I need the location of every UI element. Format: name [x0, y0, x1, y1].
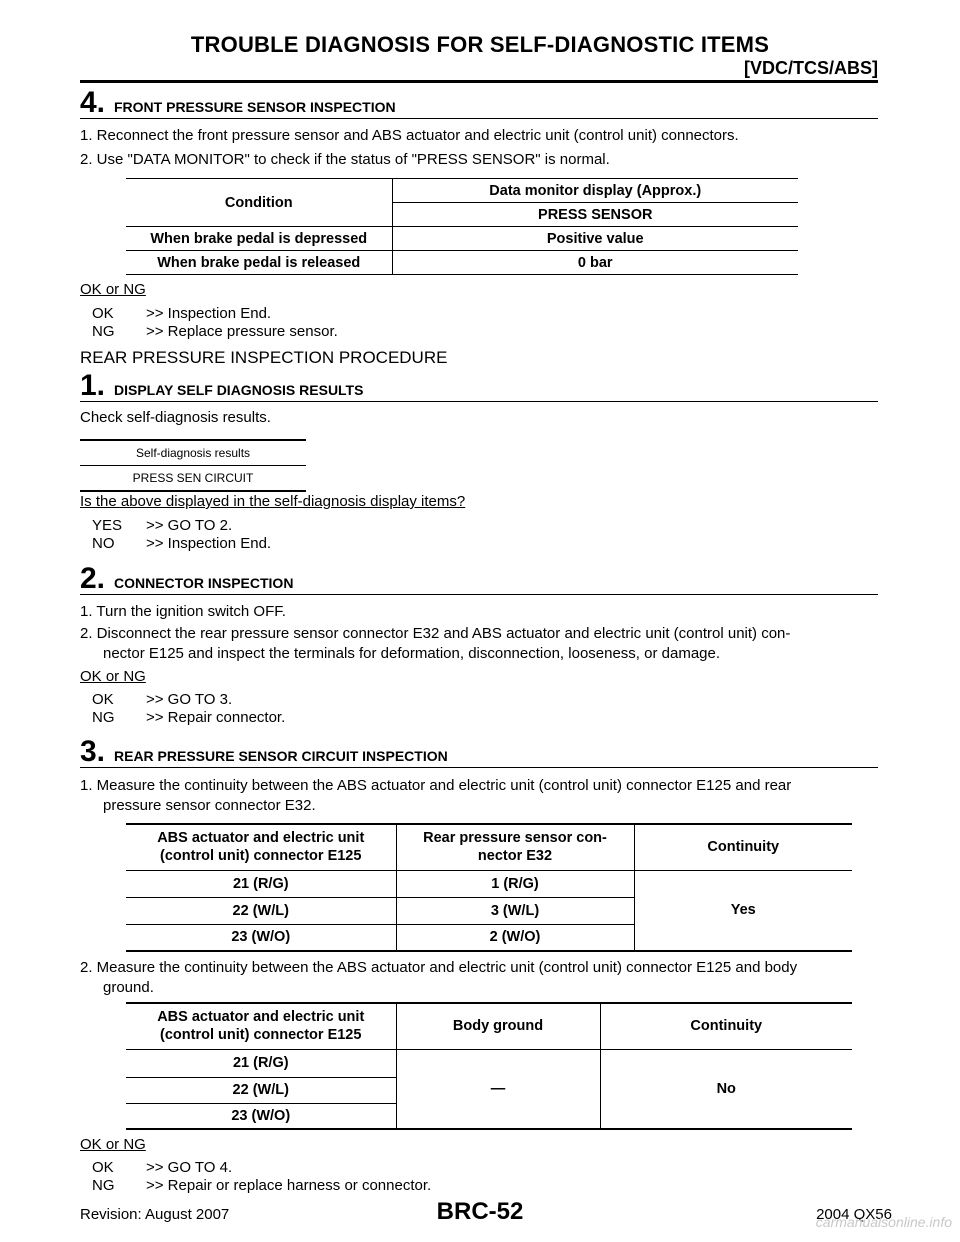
section-title: REAR PRESSURE INSPECTION PROCEDURE [80, 348, 448, 367]
result-key: NG [92, 1177, 115, 1194]
step-3-heading: 3. REAR PRESSURE SENSOR CIRCUIT INSPECTI… [80, 737, 878, 768]
ok-or-ng-label: OK or NG [80, 668, 146, 685]
header-display: Data monitor display (Approx.) [392, 178, 798, 203]
table-row: PRESS SEN CIRCUIT [80, 466, 306, 492]
instruction-text: Check self-diagnosis results. [80, 409, 271, 426]
table-row: 23 (W/O) 2 (W/O) [126, 924, 852, 951]
header-line: (control unit) connector E125 [160, 1027, 362, 1044]
instruction-item: 2. Disconnect the rear pressure sensor c… [80, 625, 791, 642]
table-row: 21 (R/G) 1 (R/G) Yes [126, 870, 852, 918]
header-line: ABS actuator and electric unit [157, 830, 365, 847]
result-key: OK [92, 305, 114, 322]
step-title: CONNECTOR INSPECTION [114, 575, 294, 591]
instruction-item: 1. Turn the ignition switch OFF. [80, 603, 286, 620]
result-action: >> Replace pressure sensor. [146, 323, 338, 340]
table-row: 22 (W/L) 3 (W/L) [126, 897, 852, 925]
step-number: 1. [80, 369, 106, 402]
table-row: 21 (R/G) — No [126, 1049, 852, 1129]
table-row: When brake pedal is released 0 bar [126, 250, 798, 275]
header-abs-connector: ABS actuator and electric unit (control … [126, 824, 397, 871]
continuity-table-2: ABS actuator and electric unit (control … [126, 1002, 852, 1130]
cell-condition: When brake pedal is released [126, 250, 393, 275]
header-abs-connector: ABS actuator and electric unit (control … [126, 1003, 397, 1050]
cell-condition: When brake pedal is depressed [126, 226, 393, 251]
step-title: DISPLAY SELF DIAGNOSIS RESULTS [114, 382, 364, 398]
question-text: Is the above displayed in the self-diagn… [80, 493, 466, 510]
step-1-heading: 1. DISPLAY SELF DIAGNOSIS RESULTS [80, 371, 878, 402]
cell-value: Positive value [392, 226, 798, 251]
table-header: Self-diagnosis results [80, 441, 306, 466]
result-key: NG [92, 709, 115, 726]
cell-sensor-terminal: 2 (W/O) [396, 924, 635, 951]
cell-abs-terminal: 21 (R/G) [126, 870, 397, 898]
cell-continuity: No [716, 1080, 736, 1097]
header-line: Rear pressure sensor con- [423, 830, 607, 847]
result-key: OK [92, 691, 114, 708]
cell-body-ground: — [396, 1049, 601, 1129]
instruction-item: 1. Reconnect the front pressure sensor a… [80, 127, 739, 144]
model-year: 2004 QX56 [816, 1206, 892, 1223]
header-press-sensor: PRESS SENSOR [392, 202, 798, 227]
cell-abs-terminal: 22 (W/L) [126, 897, 397, 925]
header-condition: Condition [126, 178, 393, 227]
table-row: 23 (W/O) [126, 1103, 852, 1129]
result-action: >> Inspection End. [146, 535, 272, 552]
result-action: >> GO TO 4. [146, 1159, 233, 1176]
cell-sensor-terminal: 3 (W/L) [396, 897, 635, 925]
instruction-item: 2. Measure the continuity between the AB… [80, 959, 798, 976]
instruction-item: 2. Use "DATA MONITOR" to check if the st… [80, 151, 610, 168]
header-continuity: Continuity [634, 824, 852, 871]
cell-abs-terminal: 22 (W/L) [126, 1077, 397, 1104]
self-diagnosis-table: Self-diagnosis results PRESS SEN CIRCUIT [80, 439, 306, 492]
instruction-continued: nector E125 and inspect the terminals fo… [103, 645, 721, 662]
page-subtitle: [VDC/TCS/ABS] [744, 58, 878, 78]
header-rule [80, 80, 878, 83]
cell-abs-terminal: 23 (W/O) [126, 1103, 397, 1129]
step-number: 2. [80, 562, 106, 595]
revision-date: Revision: August 2007 [80, 1206, 230, 1223]
ok-or-ng-label: OK or NG [80, 281, 146, 298]
cell-value: 0 bar [577, 254, 613, 271]
result-action: >> GO TO 2. [146, 517, 233, 534]
result-action: >> Inspection End. [146, 305, 272, 322]
table-row: 22 (W/L) [126, 1077, 852, 1104]
result-action: >> Repair connector. [146, 709, 286, 726]
instruction-continued: ground. [103, 979, 154, 996]
cell-continuity: Yes [730, 902, 756, 919]
result-key: NO [92, 535, 115, 552]
header-body-ground: Body ground [396, 1003, 601, 1050]
cell-abs-terminal: 23 (W/O) [126, 924, 397, 951]
result-key: OK [92, 1159, 114, 1176]
data-monitor-table: Condition Data monitor display (Approx.)… [126, 178, 798, 275]
result-key: NG [92, 323, 115, 340]
continuity-table-1: ABS actuator and electric unit (control … [126, 823, 852, 952]
step-number: 4. [80, 86, 106, 119]
header-continuity: Continuity [600, 1003, 852, 1050]
table-row: When brake pedal is depressed Positive v… [126, 226, 798, 251]
step-4-heading: 4. FRONT PRESSURE SENSOR INSPECTION [80, 88, 878, 119]
watermark[interactable]: carmanualsonline.info [815, 1214, 952, 1230]
result-action: >> GO TO 3. [146, 691, 233, 708]
step-number: 3. [80, 735, 106, 768]
result-action: >> Repair or replace harness or connecto… [146, 1177, 432, 1194]
header-rear-sensor-connector: Rear pressure sensor con- nector E32 [396, 824, 635, 871]
instruction-continued: pressure sensor connector E32. [103, 797, 316, 814]
header-line: nector E32 [477, 848, 553, 865]
instruction-item: 1. Measure the continuity between the AB… [80, 777, 792, 794]
page-title: TROUBLE DIAGNOSIS FOR SELF-DIAGNOSTIC IT… [190, 32, 770, 57]
step-2-heading: 2. CONNECTOR INSPECTION [80, 564, 878, 595]
result-key: YES [92, 517, 123, 534]
cell-abs-terminal: 21 (R/G) [126, 1049, 397, 1078]
header-line: ABS actuator and electric unit [157, 1009, 365, 1026]
header-line: (control unit) connector E125 [160, 848, 362, 865]
step-title: REAR PRESSURE SENSOR CIRCUIT INSPECTION [114, 748, 448, 764]
cell-sensor-terminal: 1 (R/G) [396, 870, 635, 898]
page-number: BRC-52 [436, 1198, 524, 1225]
ok-or-ng-label: OK or NG [80, 1136, 146, 1153]
step-title: FRONT PRESSURE SENSOR INSPECTION [114, 99, 396, 115]
